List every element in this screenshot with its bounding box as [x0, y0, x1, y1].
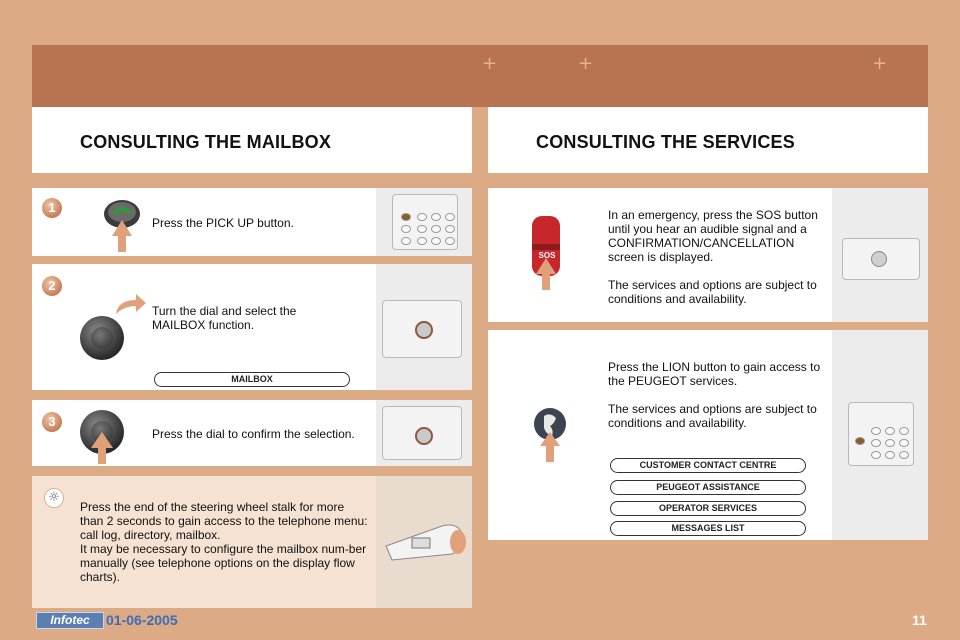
sun-icon: ☼	[44, 488, 64, 508]
step-text: Turn the dial and select the MAILBOX fun…	[152, 304, 297, 332]
press-arrow-icon	[91, 432, 113, 448]
plus-decoration: +	[872, 53, 888, 74]
right-header: CONSULTING THE SERVICES	[488, 107, 928, 173]
menu-item-operator-services[interactable]: OPERATOR SERVICES	[610, 501, 806, 516]
tip-panel: ☼ Press the end of the steering wheel st…	[32, 476, 472, 608]
key-icon	[885, 427, 895, 435]
radio-device-image	[382, 300, 462, 358]
key-icon	[871, 451, 881, 459]
lion-text: Press the LION button to gain access to …	[608, 360, 821, 430]
key-icon	[871, 427, 881, 435]
key-icon	[417, 225, 427, 233]
key-icon	[417, 213, 427, 221]
header-band	[32, 45, 928, 107]
key-icon	[431, 213, 441, 221]
key-icon	[885, 451, 895, 459]
key-icon	[431, 225, 441, 233]
keypad-device-image	[392, 194, 458, 250]
dial-icon	[415, 427, 433, 445]
key-icon	[855, 437, 865, 445]
key-icon	[401, 237, 411, 245]
menu-item-mailbox[interactable]: MAILBOX	[154, 372, 350, 387]
device-thumbnail	[376, 400, 472, 466]
page-number: 11	[912, 612, 927, 628]
step-number-badge: 3	[42, 412, 62, 432]
radio-device-image	[382, 406, 462, 460]
menu-item-peugeot-assistance[interactable]: PEUGEOT ASSISTANCE	[610, 480, 806, 495]
key-icon	[885, 439, 895, 447]
lion-button-icon	[534, 408, 566, 462]
step-2-panel: 2 Turn the dial and select the MAILBOX f…	[32, 264, 472, 390]
steering-stalk-image	[385, 524, 466, 561]
radio-device-image	[842, 238, 920, 280]
turn-arrow-icon	[116, 294, 146, 314]
step-text: Press the PICK UP button.	[152, 216, 294, 230]
dial-icon	[871, 251, 887, 267]
key-icon	[401, 225, 411, 233]
plus-decoration: +	[578, 53, 594, 74]
left-header: CONSULTING THE MAILBOX	[32, 107, 472, 173]
dial-center	[91, 327, 113, 349]
lion-panel: Press the LION button to gain access to …	[488, 330, 928, 540]
keypad-device-image	[848, 402, 914, 466]
device-thumbnail	[832, 330, 928, 540]
device-thumbnail	[832, 188, 928, 322]
key-icon	[899, 427, 909, 435]
step-1-panel: 1 Press the PICK UP button.	[32, 188, 472, 256]
dial-icon	[80, 316, 124, 360]
footer-date: 01-06-2005	[106, 612, 178, 628]
device-thumbnail	[376, 188, 472, 256]
key-icon	[445, 213, 455, 221]
press-arrow-stem	[98, 447, 106, 464]
pickup-button-icon	[104, 200, 140, 252]
key-icon	[417, 237, 427, 245]
stalk-thumbnail	[376, 476, 472, 608]
key-icon	[431, 237, 441, 245]
key-icon	[899, 451, 909, 459]
step-number-badge: 1	[42, 198, 62, 218]
dial-icon	[415, 321, 433, 339]
infotec-logo: Infotec	[36, 612, 104, 629]
key-icon	[445, 237, 455, 245]
key-icon	[445, 225, 455, 233]
menu-item-messages-list[interactable]: MESSAGES LIST	[610, 521, 806, 536]
tip-text: Press the end of the steering wheel stal…	[80, 500, 368, 584]
section-title: CONSULTING THE MAILBOX	[80, 132, 332, 152]
sos-panel: SOS In an emergency, press the SOS butto…	[488, 188, 928, 322]
key-icon	[871, 439, 881, 447]
sos-button-icon	[532, 216, 560, 290]
key-icon	[401, 213, 411, 221]
section-title: CONSULTING THE SERVICES	[536, 132, 795, 152]
sos-label: SOS	[538, 251, 556, 260]
key-icon	[899, 439, 909, 447]
step-number-badge: 2	[42, 276, 62, 296]
device-thumbnail	[376, 264, 472, 390]
plus-decoration: +	[482, 53, 498, 74]
step-text: Press the dial to confirm the selection.	[152, 427, 355, 441]
step-3-panel: 3 Press the dial to confirm the selectio…	[32, 400, 472, 466]
menu-item-customer-contact-centre[interactable]: CUSTOMER CONTACT CENTRE	[610, 458, 806, 473]
sos-text: In an emergency, press the SOS button un…	[608, 208, 818, 306]
